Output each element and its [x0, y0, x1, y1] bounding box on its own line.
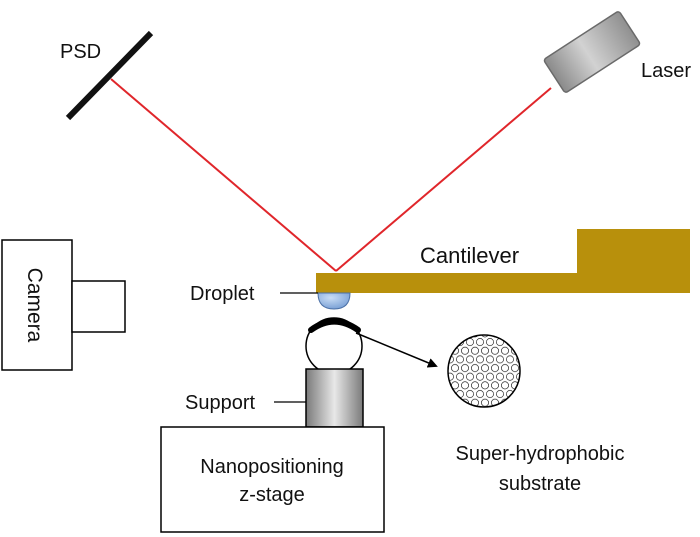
psd-label: PSD [60, 41, 101, 63]
substrate-label-line1: Super-hydrophobic [456, 443, 625, 465]
support-label: Support [185, 392, 255, 414]
cantilever-label: Cantilever [420, 243, 519, 268]
cantilever [316, 229, 690, 293]
substrate-label-line2: substrate [499, 473, 581, 495]
droplet [317, 292, 351, 310]
droplet-label: Droplet [190, 283, 255, 305]
stage-label-line1: Nanopositioning [200, 456, 343, 478]
substrate-coating [308, 318, 361, 333]
camera-body [1, 239, 73, 371]
nanopositioning-stage [160, 426, 385, 533]
support-post [305, 368, 364, 428]
substrate-magnified [447, 334, 521, 408]
stage-label-line2: z-stage [239, 484, 305, 506]
laser-beam-reflected [110, 78, 337, 272]
camera-lens [71, 280, 126, 333]
laser-source [543, 11, 641, 93]
laser-label: Laser [641, 60, 691, 82]
psd-detector [65, 30, 154, 121]
magnify-arrow [355, 332, 438, 368]
camera-label: Camera [23, 268, 46, 343]
laser-beam-incident [335, 87, 552, 272]
